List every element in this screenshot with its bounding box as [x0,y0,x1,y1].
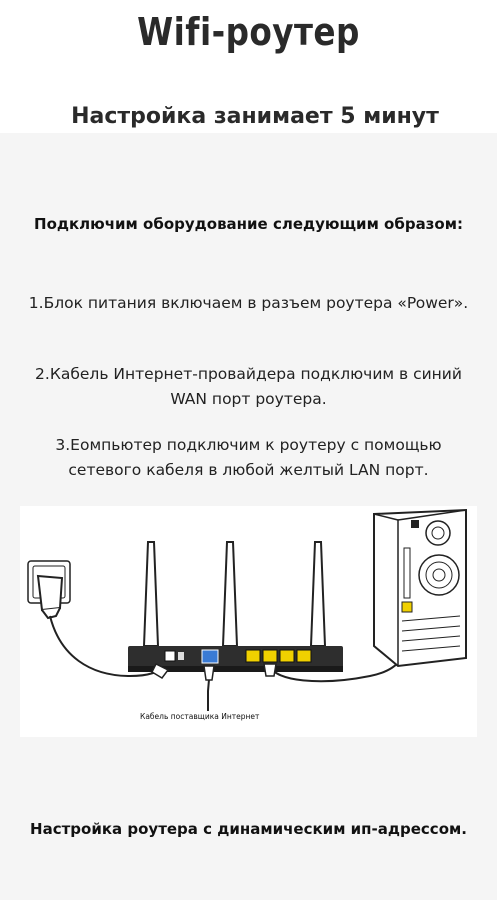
content-area: Подключим оборудование следующим образом… [0,133,497,900]
antenna-icon [142,541,327,647]
footer-text: Настройка роутера с динамическим ип-адре… [30,820,467,838]
intro-text: Подключим оборудование следующим образом… [34,215,463,233]
router-diagram-svg [27,508,467,711]
page-subtitle: Настройка занимает 5 минут [71,104,439,129]
cable-label: Кабель поставщика Интернет [140,712,260,721]
router-connection-diagram: Кабель поставщика Интернет [20,506,477,737]
step-3-text: 3.Eомпьютер подключим к роутеру с помощь… [55,436,442,479]
step-2-text: 2.Кабель Интернет-провайдера подключим в… [35,365,462,408]
header: Wifi-роутер Настройка занимает 5 минут [0,0,497,133]
computer-tower-icon [373,508,467,668]
wall-socket-icon [27,560,71,620]
app-title: Wifi-роутер [137,10,360,54]
router-icon [128,646,343,672]
step-1-text: 1.Блок питания включаем в разъем роутера… [28,294,469,312]
